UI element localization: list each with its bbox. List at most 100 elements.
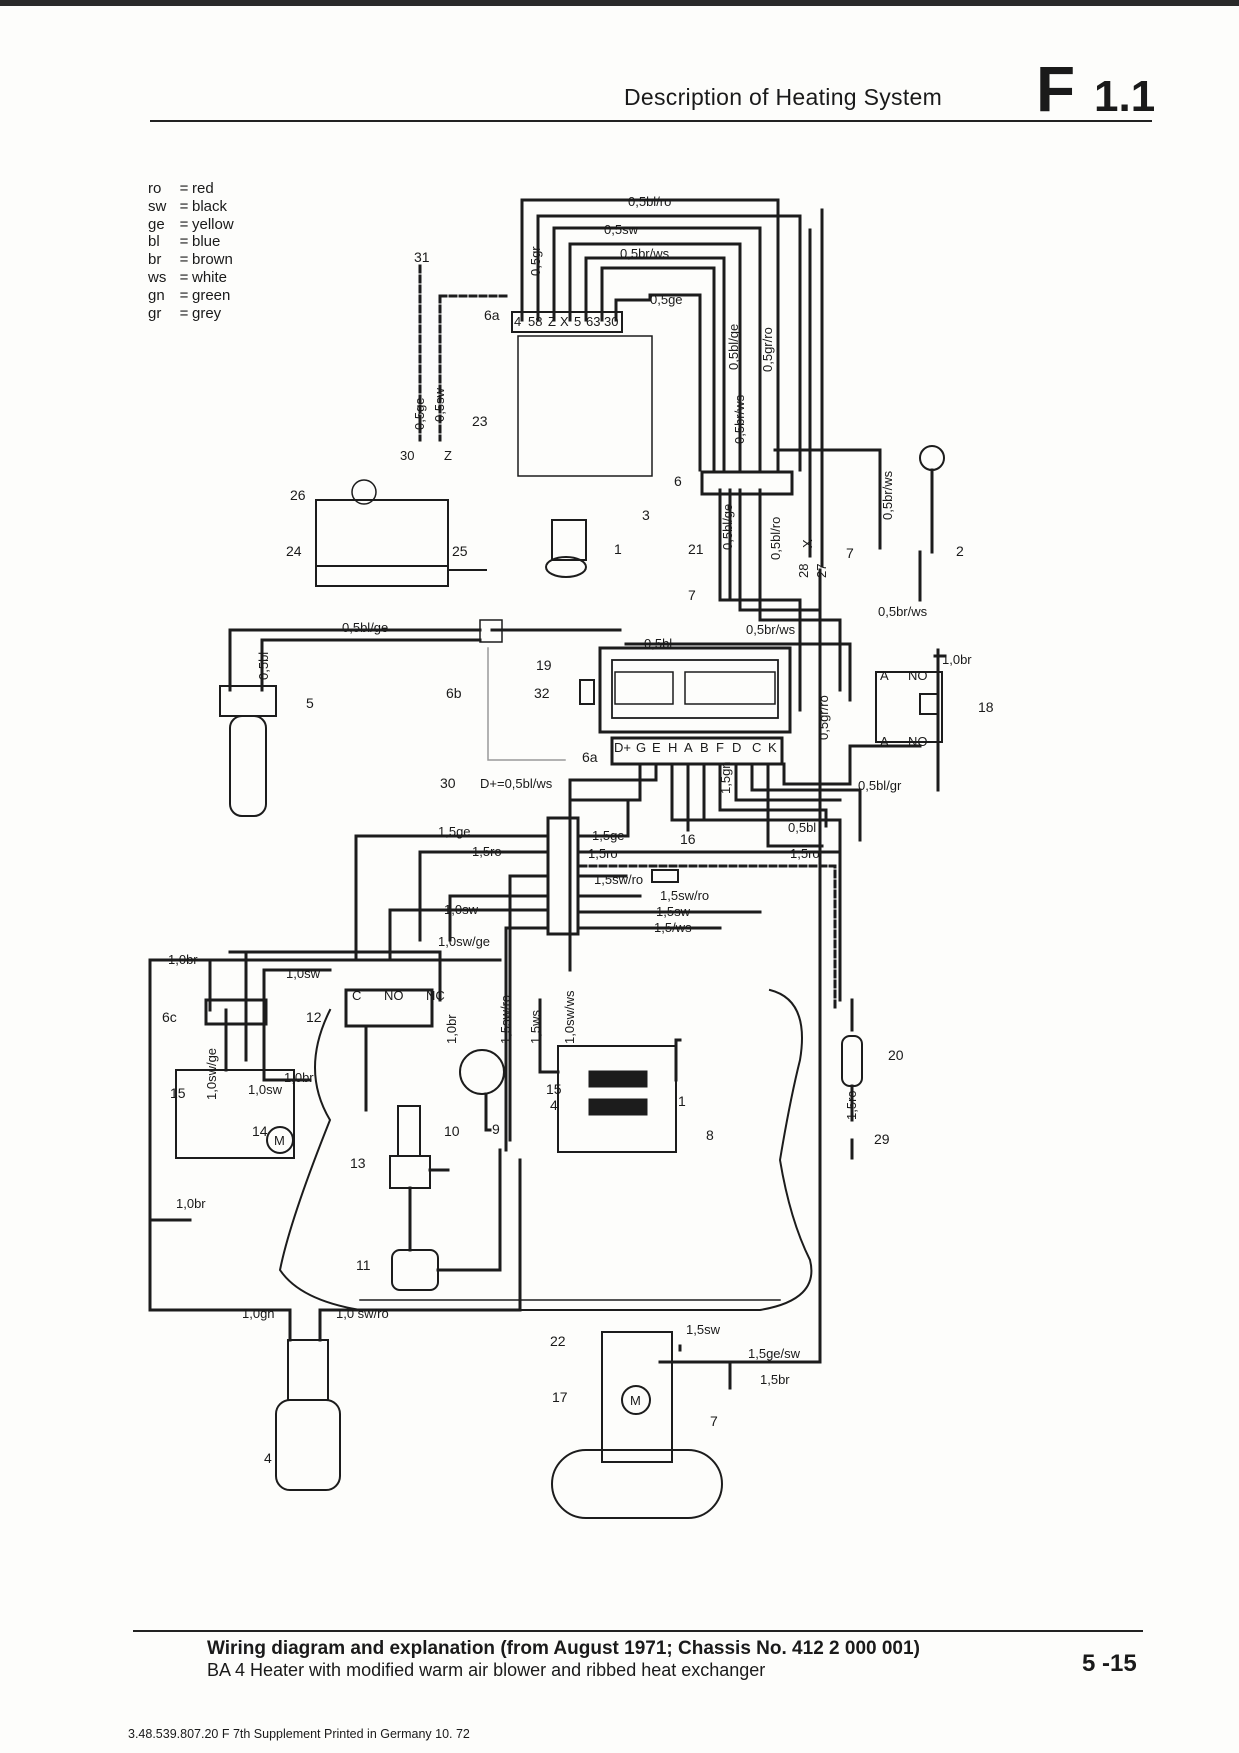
terminal-label: M [274, 1133, 285, 1148]
wire-label: 0,5br/ws [620, 246, 670, 261]
legend-code: ws [148, 268, 167, 286]
callout-number: 19 [536, 657, 552, 673]
legend-row: ge=yellow [148, 215, 234, 233]
terminal-label: D [732, 740, 741, 755]
legend-code: gr [148, 304, 162, 322]
legend-row: ro=red [148, 180, 214, 197]
wire-label: 1,5ge [592, 828, 625, 843]
callout-number: 21 [688, 541, 704, 557]
callout-number: 17 [552, 1389, 568, 1405]
callout-number: 15 [170, 1085, 186, 1101]
terminal-label: X [560, 314, 569, 329]
terminal-label: 30 [604, 314, 618, 329]
wire-label: 1,0sw [444, 902, 479, 917]
wire-label: 0,5gr/ro [816, 695, 831, 740]
callout-number: 29 [874, 1131, 890, 1147]
callout-number: 9 [492, 1121, 500, 1137]
terminal-label: A [880, 668, 889, 683]
legend-code: ro [148, 180, 162, 197]
wire-label: 0,5br/ws [732, 394, 747, 444]
callout-number: 7 [846, 545, 854, 561]
wire-label: 1,5/ws [654, 920, 692, 935]
header-rule [150, 120, 1152, 122]
wire-label: 0,5sw [432, 387, 447, 422]
wire-label: 1,0br [284, 1070, 314, 1085]
callout-number: 25 [452, 543, 468, 559]
callout-number: 1 [614, 541, 622, 557]
legend-row: bl=blue [148, 233, 221, 251]
print-info: 3.48.539.807.20 F 7th Supplement Printed… [128, 1727, 470, 1741]
terminal-label: E [652, 740, 661, 755]
legend-row: gn=green [148, 286, 231, 304]
callout-number: 6b [446, 685, 462, 701]
callout-number: 10 [444, 1123, 460, 1139]
legend-code: ge [148, 215, 165, 233]
wire-label: 1,0sw [248, 1082, 283, 1097]
wire-label: 1,5ro [588, 846, 618, 861]
wire-label: 1,5br [760, 1372, 790, 1387]
wire-label: 0,5bl/ro [768, 517, 783, 560]
callout-number: 15 [546, 1081, 562, 1097]
section-number: 1.1 [1094, 72, 1156, 121]
footer-subtitle: BA 4 Heater with modified warm air blowe… [207, 1660, 766, 1680]
terminal-label: C [752, 740, 761, 755]
wire-label: 0,5br/ws [746, 622, 796, 637]
wire-label: 0,5bl/ge [342, 620, 388, 635]
terminal-label: NO [908, 668, 928, 683]
legend-row: sw=black [148, 197, 228, 215]
callout-number: 31 [414, 249, 430, 265]
terminal-label: A [684, 740, 693, 755]
wire-label: 1,5sw/ro [660, 888, 709, 903]
wire-label: 0,5bl/ge [726, 324, 741, 370]
wire-label: 1,5ro [790, 846, 820, 861]
footer-title: Wiring diagram and explanation (from Aug… [207, 1638, 920, 1659]
callout-number: 16 [680, 831, 696, 847]
page-title: Description of Heating System [624, 84, 943, 110]
terminal-label: K [768, 740, 777, 755]
wire-label: 1,5sw [656, 904, 691, 919]
wire-label: 0,5br/ws [880, 470, 895, 520]
legend-code: br [148, 251, 162, 269]
callout-number: 6c [162, 1009, 177, 1025]
callout-number: 2 [956, 543, 964, 559]
legend-row: br=brown [148, 251, 233, 269]
legend-meaning: green [192, 286, 231, 304]
callout-number: 20 [888, 1047, 904, 1063]
wire-label: 1,0br [176, 1196, 206, 1211]
terminal-label: G [636, 740, 646, 755]
legend-code: sw [148, 197, 167, 215]
callout-number: 26 [290, 487, 306, 503]
wire-label: 1,5gn [718, 761, 733, 794]
terminal-label: D+ [614, 740, 631, 755]
callout-number: 6 [674, 473, 682, 489]
callout-number: 24 [286, 543, 302, 559]
wire-label: 1,0br [168, 952, 198, 967]
wire-label: 1,5ws [528, 1010, 543, 1044]
callout-number: 32 [534, 685, 550, 701]
legend-meaning: grey [192, 304, 222, 322]
terminal-label: H [668, 740, 677, 755]
legend-meaning: blue [192, 233, 221, 251]
wire-label: 0,5bl [644, 636, 672, 651]
wire-label: 1,0sw/ws [562, 990, 577, 1044]
callout-number: 8 [706, 1127, 714, 1143]
callout-number: 7 [710, 1413, 718, 1429]
terminal-label: 58 [528, 314, 542, 329]
terminal-label: 5 [574, 314, 581, 329]
callout-number: 14 [252, 1123, 268, 1139]
top-edge-rule [0, 0, 1239, 6]
wire-label: 1,5ro [472, 844, 502, 859]
legend-meaning: brown [192, 251, 233, 269]
terminal-label: Z [444, 448, 452, 463]
wire-label: 0,5bl/ro [628, 194, 671, 209]
wire-label: 1,5sw/ro [594, 872, 643, 887]
legend-meaning: yellow [192, 215, 234, 233]
callout-number: 6a [484, 307, 500, 323]
legend-row: gr=grey [148, 304, 222, 322]
terminal-label: A [880, 734, 889, 749]
wire-label: 1,0 sw/ro [336, 1306, 389, 1321]
wire-label: 1,5ro [844, 1090, 859, 1120]
terminal-label: M [630, 1393, 641, 1408]
legend-meaning: black [192, 197, 228, 215]
wire-label: 0,5ge [650, 292, 683, 307]
